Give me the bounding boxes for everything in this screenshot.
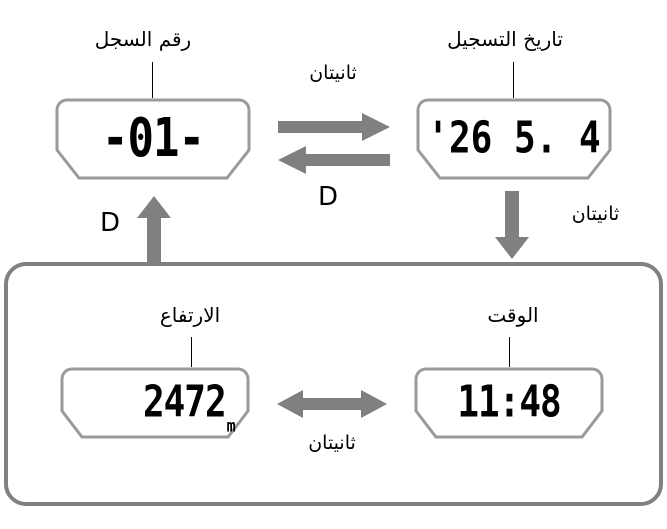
bottom-group-box [4,262,663,506]
altitude-leader [191,337,192,379]
record-number-leader [152,62,153,110]
lcd-frame [414,367,604,439]
recording-date-display[interactable]: '26 5. 4 [416,98,612,180]
arrow-left-right-icon [277,388,387,420]
time-leader [509,337,510,379]
top-transition-d-label: D [318,182,339,212]
lcd-frame [416,98,612,180]
recording-date-label: تاريخ التسجيل [447,27,563,51]
time-label: الوقت [487,303,539,327]
recording-date-leader [513,62,514,110]
left-transition-d-label: D [100,208,121,238]
right-transition-seconds-label: ثانيتان [571,203,620,225]
top-transition-seconds-label: ثانيتان [309,62,357,84]
time-display[interactable]: 11:48 [414,367,604,439]
arrow-left-icon [278,146,390,174]
altitude-display[interactable]: 2472 m [60,367,250,439]
arrow-up-icon [137,196,171,264]
record-number-display[interactable]: -01- [55,98,251,180]
altitude-label: الارتفاع [159,303,221,327]
arrow-down-icon [495,191,529,259]
record-number-label: رقم السجل [94,27,192,51]
lcd-frame [55,98,251,180]
arrow-right-icon [278,113,390,141]
bottom-transition-seconds-label: ثانيتان [308,432,356,454]
lcd-frame [60,367,250,439]
